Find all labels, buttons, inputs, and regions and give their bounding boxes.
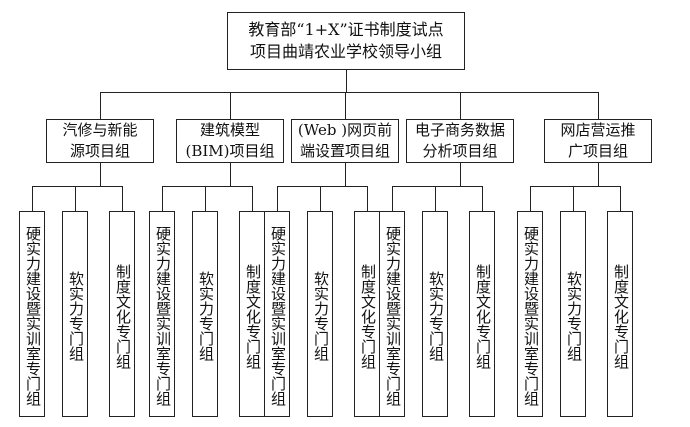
group-down-connector-2 bbox=[345, 163, 347, 186]
leaf-connector-4-2 bbox=[620, 186, 622, 211]
mid-connector-4 bbox=[598, 92, 600, 119]
leaf-connector-2-0 bbox=[277, 186, 279, 211]
group-node-3: 电子商务数据分析项目组 bbox=[406, 119, 514, 163]
root-node: 教育部“1+X”证书制度试点项目曲靖农业学校领导小组 bbox=[227, 12, 465, 70]
mid-bus-line bbox=[100, 92, 598, 94]
leaf-connector-3-1 bbox=[435, 186, 437, 211]
leaf-connector-1-1 bbox=[205, 186, 207, 211]
leaf-connector-1-0 bbox=[162, 186, 164, 211]
leaf-node-0-1: 软实力专门组 bbox=[62, 211, 88, 417]
leaf-node-4-0: 硬实力建设暨实训室专门组 bbox=[517, 211, 543, 417]
leaf-node-4-1: 软实力专门组 bbox=[560, 211, 586, 417]
group-node-2-text: (Web )网页前端设置项目组 bbox=[297, 121, 393, 160]
leaf-node-1-2: 制度文化专门组 bbox=[239, 211, 265, 417]
leaf-node-4-1-text: 软实力专门组 bbox=[565, 271, 583, 361]
leaf-node-3-0: 硬实力建设暨实训室专门组 bbox=[379, 211, 405, 417]
leaf-node-2-2: 制度文化专门组 bbox=[354, 211, 380, 417]
leaf-node-2-2-text: 制度文化专门组 bbox=[359, 263, 377, 369]
group-down-connector-1 bbox=[230, 163, 232, 186]
group-down-connector-4 bbox=[598, 163, 600, 186]
leaf-bus-line-2 bbox=[277, 186, 367, 188]
leaf-node-1-2-text: 制度文化专门组 bbox=[244, 263, 262, 369]
leaf-node-3-2-text: 制度文化专门组 bbox=[474, 263, 492, 369]
leaf-node-1-0-text: 硬实力建设暨实训室专门组 bbox=[154, 226, 172, 406]
leaf-node-4-0-text: 硬实力建设暨实训室专门组 bbox=[522, 226, 540, 406]
group-node-1: 建筑模型(BIM)项目组 bbox=[176, 119, 284, 163]
leaf-bus-line-3 bbox=[392, 186, 482, 188]
leaf-node-0-1-text: 软实力专门组 bbox=[67, 271, 85, 361]
leaf-node-0-2-text: 制度文化专门组 bbox=[114, 263, 132, 369]
mid-connector-2 bbox=[345, 92, 347, 119]
leaf-node-2-0: 硬实力建设暨实训室专门组 bbox=[264, 211, 290, 417]
leaf-node-1-1-text: 软实力专门组 bbox=[197, 271, 215, 361]
leaf-node-3-1: 软实力专门组 bbox=[422, 211, 448, 417]
group-node-2: (Web )网页前端设置项目组 bbox=[291, 119, 399, 163]
leaf-connector-2-2 bbox=[367, 186, 369, 211]
mid-connector-0 bbox=[100, 92, 102, 119]
group-node-4: 网店营运推广项目组 bbox=[544, 119, 652, 163]
leaf-node-1-1: 软实力专门组 bbox=[192, 211, 218, 417]
leaf-connector-0-0 bbox=[32, 186, 34, 211]
leaf-node-3-2: 制度文化专门组 bbox=[469, 211, 495, 417]
leaf-node-0-2: 制度文化专门组 bbox=[109, 211, 135, 417]
group-node-1-text: 建筑模型(BIM)项目组 bbox=[185, 121, 275, 160]
leaf-bus-line-4 bbox=[530, 186, 620, 188]
group-node-0-text: 汽修与新能源项目组 bbox=[62, 121, 138, 160]
group-node-3-text: 电子商务数据分析项目组 bbox=[414, 121, 505, 160]
leaf-node-2-0-text: 硬实力建设暨实训室专门组 bbox=[269, 226, 287, 406]
leaf-connector-1-2 bbox=[252, 186, 254, 211]
leaf-node-2-1: 软实力专门组 bbox=[307, 211, 333, 417]
leaf-connector-2-1 bbox=[320, 186, 322, 211]
mid-connector-1 bbox=[230, 92, 232, 119]
leaf-bus-line-0 bbox=[32, 186, 122, 188]
leaf-node-2-1-text: 软实力专门组 bbox=[312, 271, 330, 361]
group-down-connector-3 bbox=[460, 163, 462, 186]
leaf-bus-line-1 bbox=[162, 186, 252, 188]
mid-connector-3 bbox=[460, 92, 462, 119]
leaf-node-1-0: 硬实力建设暨实训室专门组 bbox=[149, 211, 175, 417]
leaf-connector-0-2 bbox=[122, 186, 124, 211]
leaf-node-4-2-text: 制度文化专门组 bbox=[612, 263, 630, 369]
leaf-connector-3-2 bbox=[482, 186, 484, 211]
group-node-4-text: 网店营运推广项目组 bbox=[560, 121, 636, 160]
leaf-connector-3-0 bbox=[392, 186, 394, 211]
root-connector bbox=[346, 70, 348, 92]
leaf-connector-4-0 bbox=[530, 186, 532, 211]
group-node-0: 汽修与新能源项目组 bbox=[46, 119, 154, 163]
group-down-connector-0 bbox=[100, 163, 102, 186]
leaf-node-3-1-text: 软实力专门组 bbox=[427, 271, 445, 361]
leaf-node-3-0-text: 硬实力建设暨实训室专门组 bbox=[384, 226, 402, 406]
root-node-text: 教育部“1+X”证书制度试点项目曲靖农业学校领导小组 bbox=[248, 20, 444, 61]
leaf-connector-0-1 bbox=[75, 186, 77, 211]
leaf-node-0-0-text: 硬实力建设暨实训室专门组 bbox=[24, 226, 42, 406]
leaf-node-4-2: 制度文化专门组 bbox=[607, 211, 633, 417]
leaf-node-0-0: 硬实力建设暨实训室专门组 bbox=[19, 211, 45, 417]
leaf-connector-4-1 bbox=[573, 186, 575, 211]
